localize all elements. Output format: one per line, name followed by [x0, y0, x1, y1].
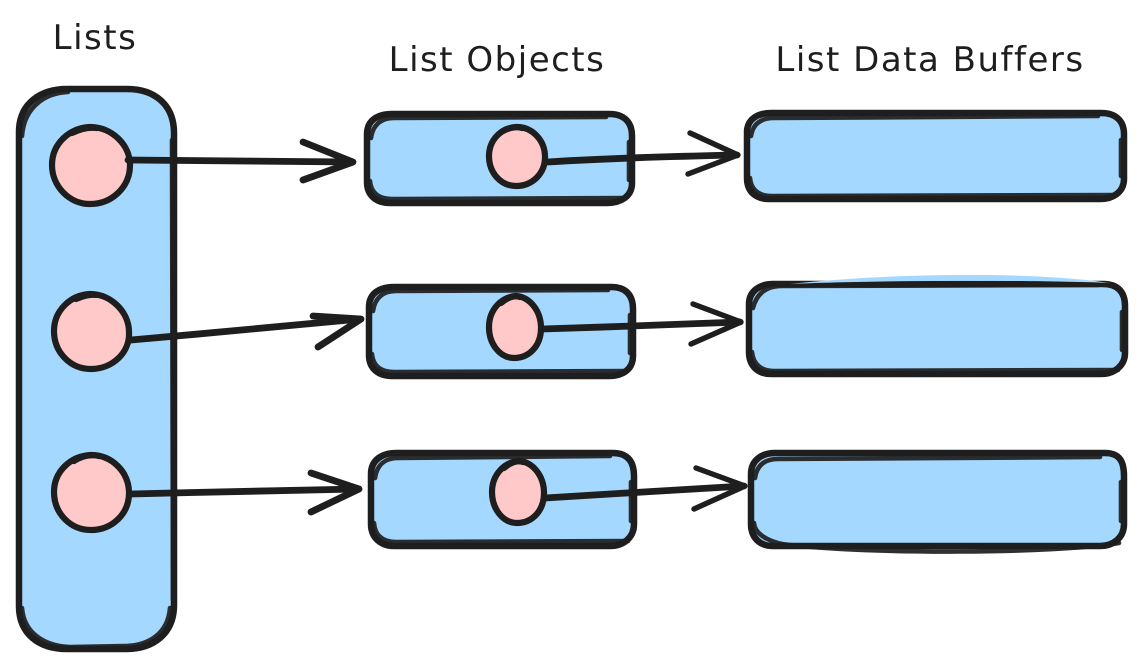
- pointer-2[interactable]: [50, 290, 133, 373]
- arrow-object-to-buffer-2: [538, 301, 744, 347]
- data-buffer-3[interactable]: [747, 449, 1128, 554]
- obj-pointer-1[interactable]: [485, 123, 549, 190]
- pointer-1[interactable]: [48, 123, 134, 208]
- obj-pointer-2[interactable]: [485, 292, 545, 362]
- obj-pointer-3[interactable]: [488, 457, 548, 527]
- pointer-3[interactable]: [50, 451, 133, 534]
- arrow-object-to-buffer-3: [541, 465, 748, 512]
- column-label-list-objects: List Objects: [388, 40, 606, 80]
- data-buffer-2[interactable]: [745, 274, 1129, 378]
- arrow-list-to-object-3: [127, 469, 363, 516]
- arrow-list-to-object-1: [124, 138, 357, 184]
- column-label-lists: Lists: [52, 18, 138, 58]
- column-label-list-data-buffers: List Data Buffers: [775, 40, 1085, 80]
- arrow-object-to-buffer-1: [544, 130, 741, 177]
- arrow-list-to-object-2: [127, 312, 365, 351]
- data-buffer-1[interactable]: [743, 109, 1128, 203]
